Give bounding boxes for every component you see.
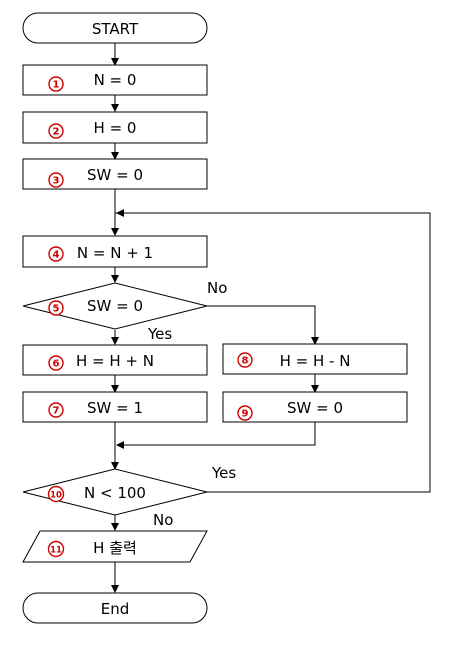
step-6-badge <box>48 355 64 371</box>
step-2-process: 2 H = 0 <box>22 111 208 144</box>
step-5-no-label: No <box>207 279 227 297</box>
step-3-process: 3 SW = 0 <box>22 158 208 190</box>
step-11-badge <box>47 540 65 558</box>
connectors <box>111 43 431 593</box>
step-10-badge <box>47 485 65 503</box>
step-2-number: 2 <box>53 127 60 138</box>
step-8-badge <box>237 352 253 368</box>
step-4-process: 4 N = N + 1 <box>22 235 208 268</box>
step-10-yes-label: Yes <box>211 464 236 482</box>
step-5-yes-label: Yes <box>147 325 172 343</box>
step-6-label: H = H + N <box>76 352 154 370</box>
arrow-5-no <box>207 305 319 345</box>
step-3-label: SW = 0 <box>87 166 143 184</box>
step-8-process: 8 H = H - N <box>222 343 408 375</box>
step-4-number: 4 <box>53 250 60 261</box>
step-9-process: 9 SW = 0 <box>222 391 408 423</box>
step-2-badge <box>48 123 64 139</box>
start-label: START <box>92 20 139 38</box>
step-6-process: 6 H = H + N <box>22 344 208 376</box>
step-7-label: SW = 1 <box>87 399 143 417</box>
step-7-badge <box>48 402 64 418</box>
step-11-output: 11 H 출력 <box>22 530 208 563</box>
step-1-number: 1 <box>53 80 60 91</box>
step-5-label: SW = 0 <box>87 297 143 315</box>
end-label: End <box>101 600 130 618</box>
step-8-label: H = H - N <box>280 352 351 370</box>
step-6-number: 6 <box>53 359 60 370</box>
step-10-decision: 10 N < 100 <box>22 468 208 516</box>
step-4-badge <box>48 246 64 262</box>
step-5-badge <box>48 300 64 316</box>
step-4-label: N = N + 1 <box>77 244 153 262</box>
step-3-number: 3 <box>53 176 60 187</box>
step-10-number: 10 <box>50 491 62 501</box>
step-1-label: N = 0 <box>94 71 137 89</box>
step-9-number: 9 <box>242 409 249 420</box>
step-7-number: 7 <box>53 406 60 417</box>
step-1-process: 1 N = 0 <box>22 64 208 96</box>
step-11-label: H 출력 <box>93 539 137 557</box>
step-3-badge <box>48 172 64 188</box>
step-11-number: 11 <box>50 546 62 556</box>
step-5-decision: 5 SW = 0 <box>22 282 208 330</box>
step-8-number: 8 <box>242 356 249 367</box>
step-2-label: H = 0 <box>94 119 137 137</box>
step-1-badge <box>48 76 64 92</box>
step-10-no-label: No <box>153 511 173 529</box>
start-terminal: START <box>22 12 208 44</box>
end-terminal: End <box>22 592 208 624</box>
step-9-badge <box>237 405 253 421</box>
step-9-label: SW = 0 <box>287 399 343 417</box>
step-7-process: 7 SW = 1 <box>22 391 208 423</box>
step-10-label: N < 100 <box>84 484 146 502</box>
step-5-number: 5 <box>53 304 60 315</box>
arrow-9-merge <box>116 422 316 449</box>
